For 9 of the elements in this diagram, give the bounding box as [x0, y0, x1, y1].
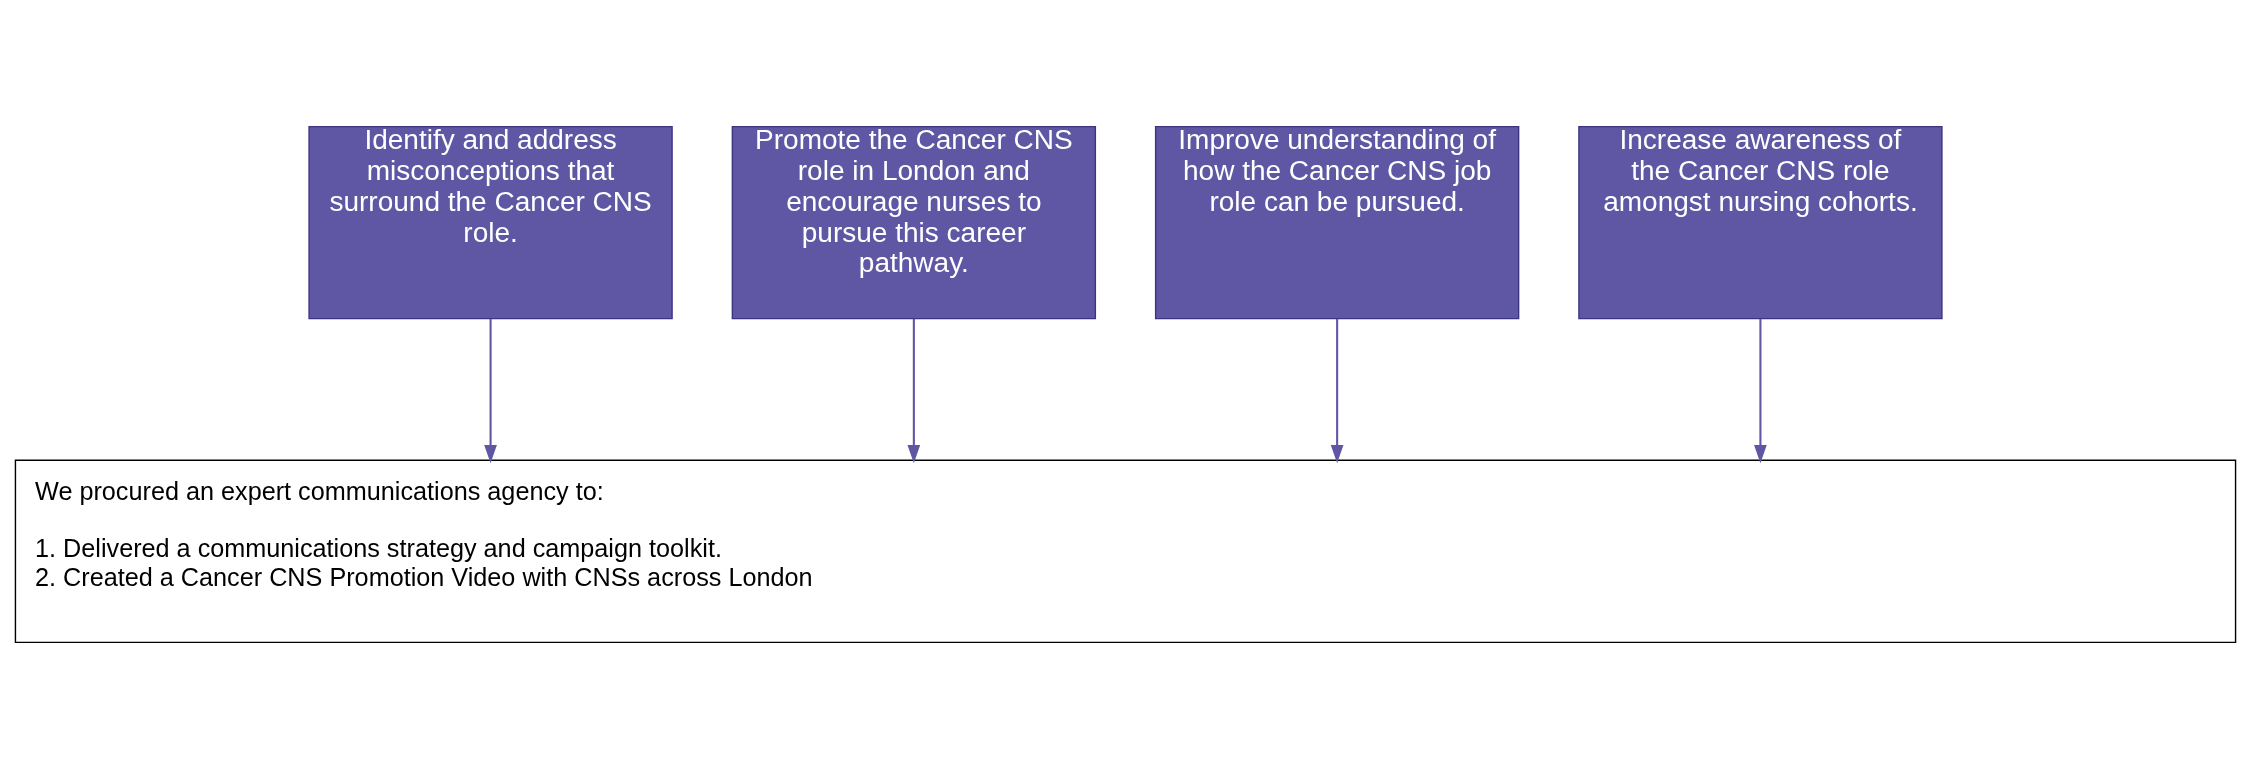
node-box: Increase awareness of the Cancer CNS role amongst nursing cohorts.: [1578, 125, 1943, 319]
node-box: Improve understanding of how the Cancer CNS job role can be pursued.: [1154, 125, 1520, 319]
arrow: [907, 318, 921, 463]
node-box: Identify and address misconceptions that surround the Cancer CNS role.: [308, 125, 673, 319]
arrow: [484, 318, 497, 463]
node-box: Promote the Cancer CNS role in London and encourage nurses to pursue this career pathway.: [731, 125, 1097, 319]
node-box: We procured an expert communications agency to: 1. Delivered a communications strategy and campaign toolkit. 2. Created a Cancer CNS Promotion Video with CNSs across London: [14, 459, 2237, 643]
arrow: [1330, 318, 1344, 463]
arrow: [1754, 318, 1767, 463]
